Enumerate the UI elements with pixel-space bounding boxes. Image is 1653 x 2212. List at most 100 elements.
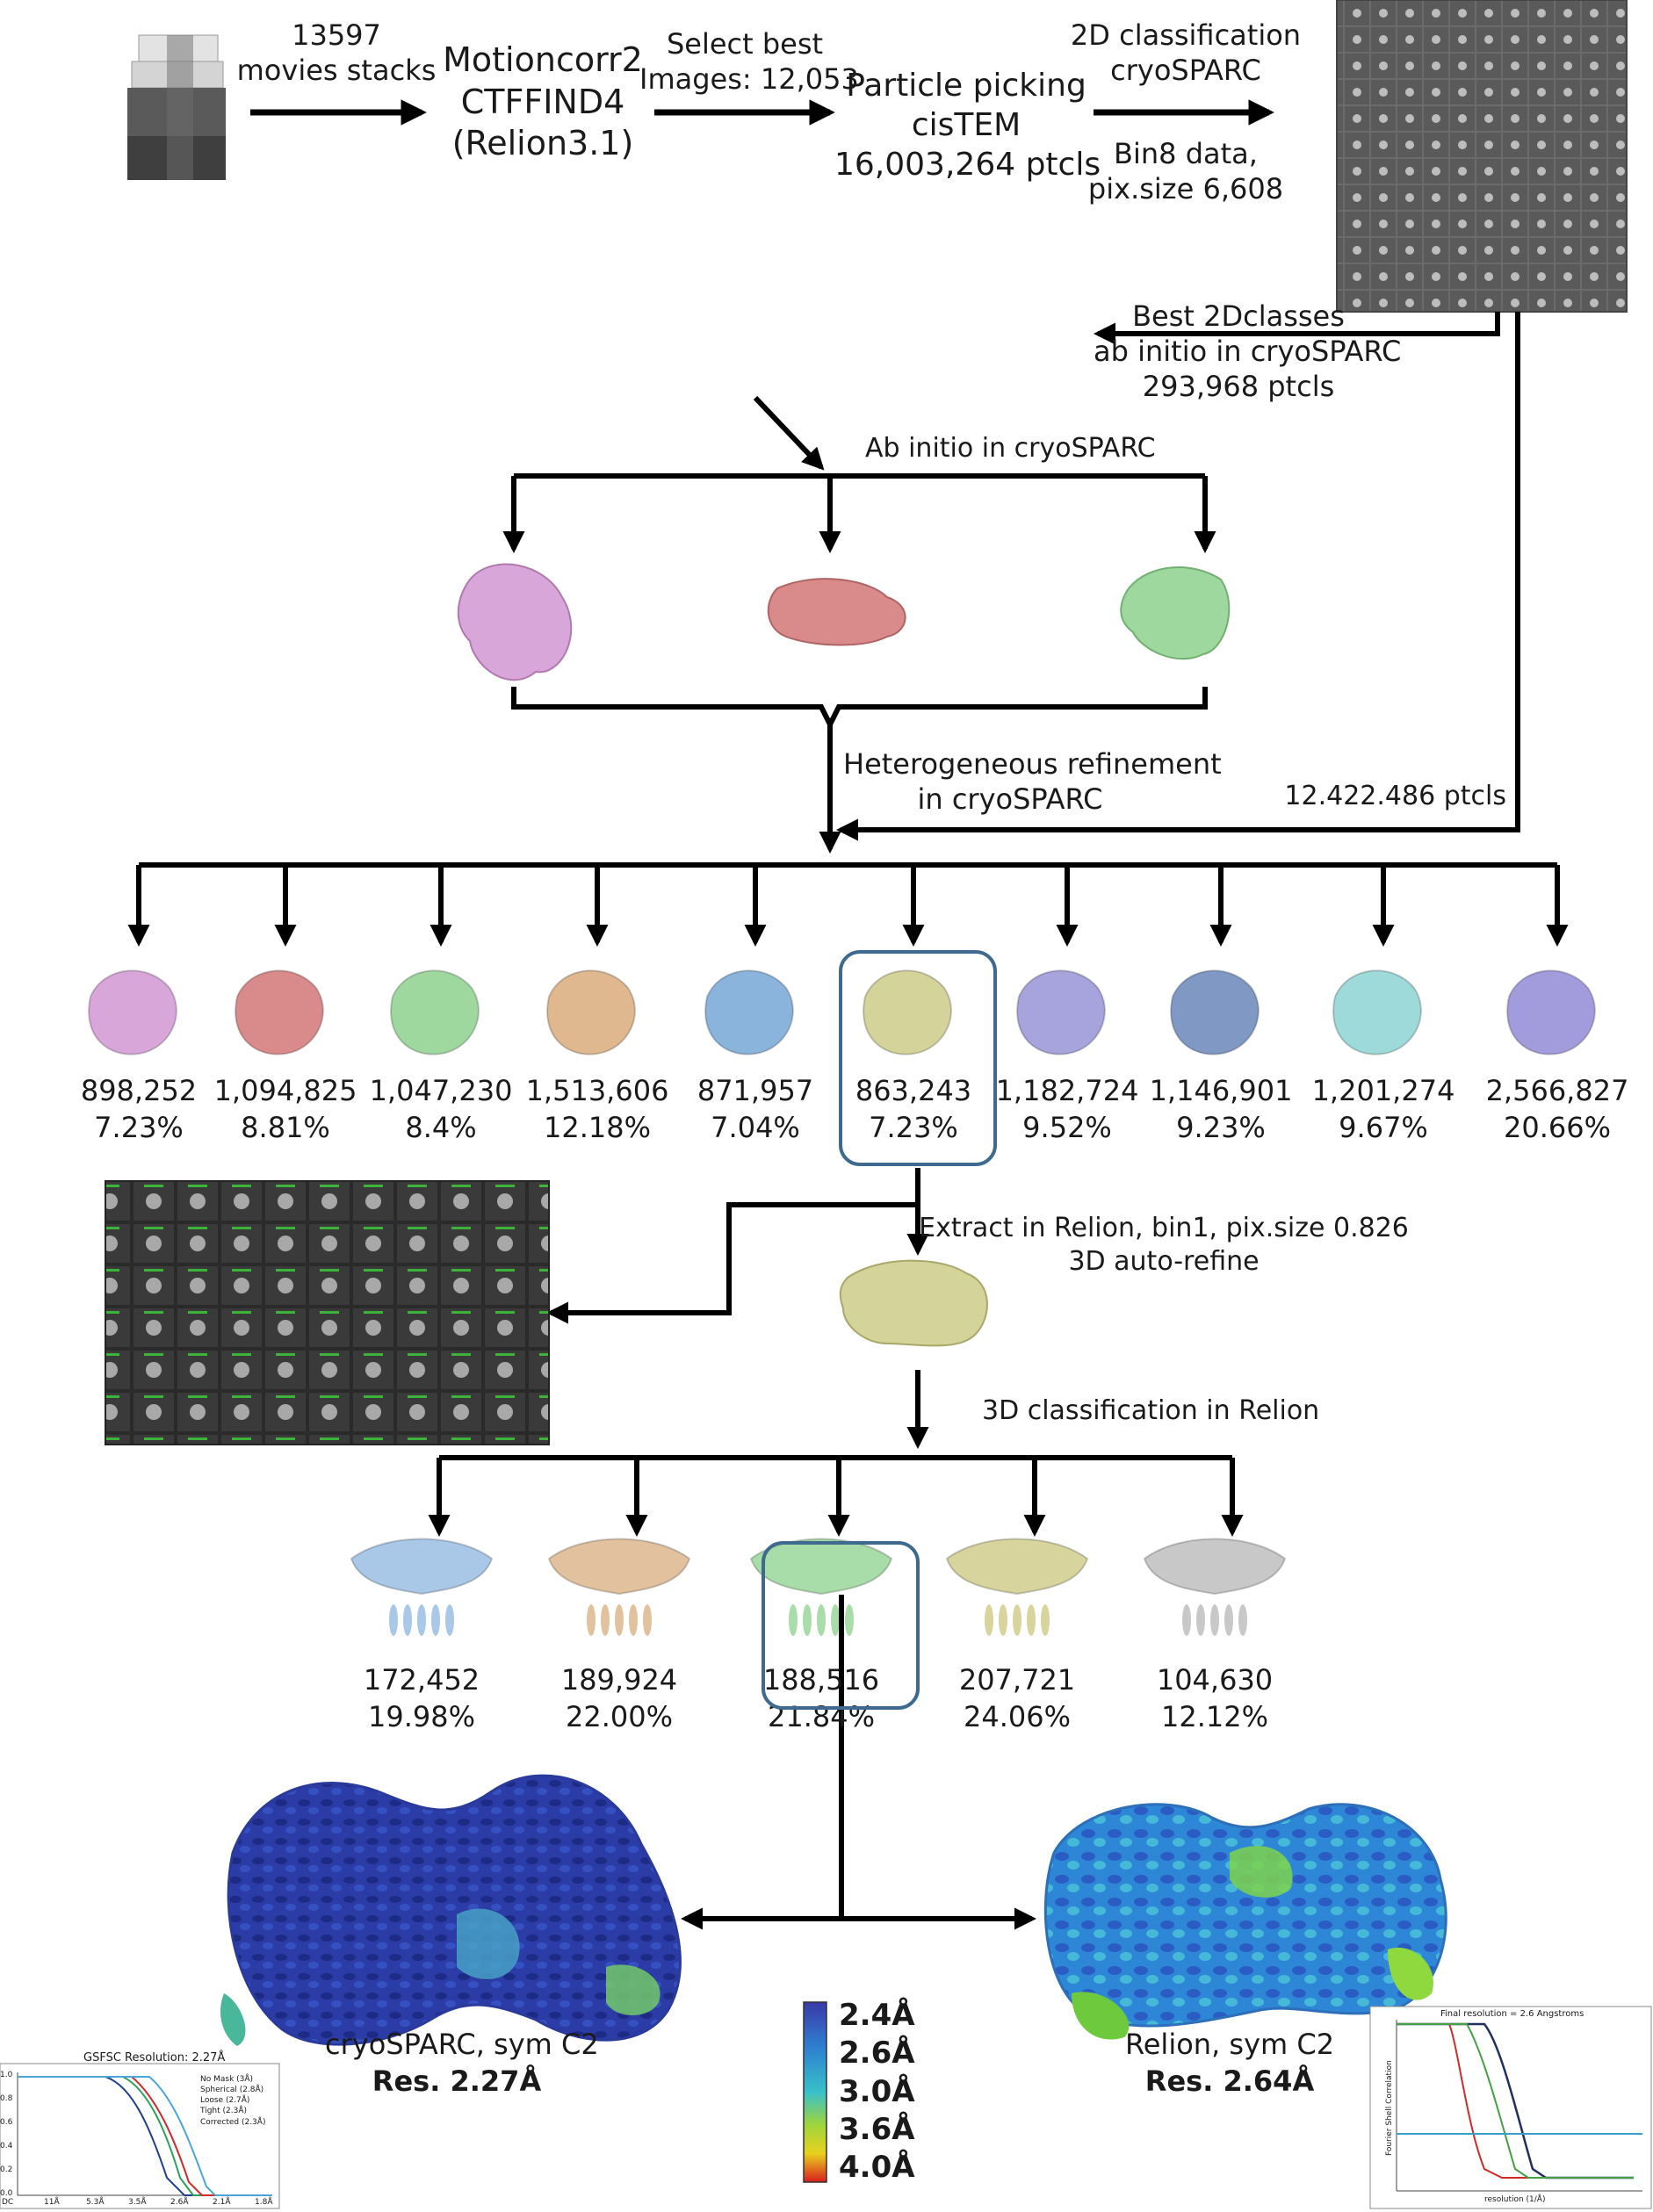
legend-label: 4.0Å (839, 2150, 915, 2185)
fsc-left-series-label: Tight (2.3Å) (200, 2107, 248, 2116)
step-class3d: 3D classification in Relion (982, 1395, 1320, 1426)
class3d-map (350, 1538, 494, 1596)
hetero-class-percent: 8.4% (405, 1111, 477, 1144)
class3d-percent: 21.84% (767, 1700, 875, 1733)
relion-final-map (1043, 1803, 1447, 2040)
class3d-map-helix (615, 1604, 624, 1636)
hetero-class-map (88, 969, 177, 1056)
selected-hetero-highlight (839, 950, 997, 1166)
hetero-maps (88, 969, 1596, 1056)
fsc-left-series-label: Loose (2.7Å) (200, 2096, 250, 2106)
fsc-left-xtick: 2.1Å (213, 2198, 231, 2207)
fsc-left-xtick: DC (2, 2198, 14, 2207)
fsc-left-legend: No Mask (3Å)Spherical (2.8Å)Loose (2.7Å)… (200, 2074, 265, 2128)
hetero-class-percent: 7.23% (94, 1111, 184, 1144)
class3d-branches (428, 1455, 1244, 1538)
autorefine-map (839, 1259, 988, 1347)
step-hetero: Heterogeneous refinement in cryoSPARC (843, 747, 1222, 816)
hetero-class-map (235, 969, 324, 1056)
hetero-class-map (390, 969, 480, 1056)
result-right-res: Res. 2.64Å (1144, 2064, 1315, 2098)
step-extract: Extract in Relion, bin1, pix.size 0.826 … (919, 1213, 1409, 1277)
hetero-class-count: 871,957 (697, 1074, 814, 1107)
fsc-left-ytick: 0.2 (0, 2165, 13, 2174)
class3d-map-helix (1224, 1604, 1233, 1636)
class3d-percent: 24.06% (963, 1700, 1071, 1733)
class3d-map-helix (1210, 1604, 1219, 1636)
grid-connectors (753, 312, 1520, 841)
fsc-left-xtick: 2.6Å (170, 2198, 189, 2207)
hetero-class-count: 1,513,606 (525, 1074, 669, 1107)
hetero-class-count: 1,146,901 (1149, 1074, 1293, 1107)
class3d-map-helix (1027, 1604, 1036, 1636)
relion-2d-classes-grid (105, 1180, 550, 1445)
class3d-map-helix (431, 1604, 440, 1636)
class3d-map-helix (601, 1604, 610, 1636)
class3d-count: 104,630 (1156, 1663, 1274, 1697)
abinitio-maps (457, 563, 1231, 681)
fsc-left-series-label: Corrected (2.3Å) (200, 2117, 266, 2127)
hetero-class-count: 1,094,825 (213, 1074, 357, 1107)
microscope-icon (127, 34, 226, 180)
class3d-map-helix (389, 1604, 398, 1636)
hetero-class-map (863, 969, 952, 1056)
step-preprocess: Motioncorr2 CTFFIND4 (Relion3.1) (443, 40, 643, 162)
fsc-left-series-label: Spherical (2.8Å) (200, 2086, 264, 2095)
hetero-class-percent: 7.04% (711, 1111, 800, 1144)
class3d-count: 172,452 (363, 1663, 480, 1697)
fsc-left-chart (0, 2063, 280, 2209)
hetero-class-percent: 9.52% (1022, 1111, 1112, 1144)
hetero-class-map (1016, 969, 1106, 1056)
class3d-map-helix (789, 1604, 798, 1636)
class3d-map-helix (587, 1604, 596, 1636)
class3d-map-helix (1013, 1604, 1021, 1636)
hetero-class-count: 1,201,274 (1311, 1074, 1455, 1107)
class3d-map (749, 1538, 893, 1596)
result-left-title: cryoSPARC, sym C2 (325, 2028, 599, 2061)
step-bin8: Bin8 data, pix.size 6,608 (1087, 137, 1284, 205)
fsc-left-ytick: 0.8 (0, 2094, 13, 2103)
class3d-count: 207,721 (958, 1663, 1076, 1697)
hetero-class-percent: 12.18% (543, 1111, 651, 1144)
hetero-class-count: 1,182,724 (995, 1074, 1139, 1107)
class3d-percent: 19.98% (367, 1700, 475, 1733)
fsc-left-xtick: 11Å (44, 2198, 60, 2207)
class3d-map-helix (1041, 1604, 1050, 1636)
resolution-colorbar (803, 2001, 827, 2183)
class3d-map-helix (445, 1604, 454, 1636)
hetero-branches (127, 862, 1569, 947)
hetero-class-count: 2,566,827 (1485, 1074, 1629, 1107)
hetero-class-count: 898,252 (80, 1074, 198, 1107)
class3d-map-helix (417, 1604, 426, 1636)
hetero-class-map (704, 969, 794, 1056)
class3d-percent: 22.00% (565, 1700, 673, 1733)
class3d-map-helix (1182, 1604, 1191, 1636)
hetero-class-map (1332, 969, 1422, 1056)
result-right-title: Relion, sym C2 (1124, 2028, 1335, 2061)
step-best-2d: Best 2Dclasses ab initio in cryoSPARC 29… (1094, 299, 1402, 403)
legend-label: 2.6Å (839, 2035, 915, 2071)
class3d-map (945, 1538, 1089, 1596)
fsc-right-xlabel: resolution (1/Å) (1484, 2195, 1546, 2204)
class3d-maps (350, 1538, 1287, 1636)
fsc-left-ytick: 0.0 (0, 2189, 13, 2198)
fsc-left-xtick: 1.8Å (255, 2198, 273, 2207)
final-connectors (680, 1595, 1037, 1930)
hetero-class-percent: 20.66% (1503, 1111, 1611, 1144)
classes-2d-grid (1336, 0, 1628, 313)
best-2d-classes-strip (404, 266, 1080, 398)
legend-label: 2.4Å (839, 1998, 915, 2033)
fsc-left-ytick: 0.6 (0, 2118, 13, 2127)
hetero-class-percent: 9.67% (1339, 1111, 1428, 1144)
hetero-class-map (546, 969, 636, 1056)
class3d-map-helix (1196, 1604, 1205, 1636)
fsc-left-xtick: 5.3Å (86, 2198, 105, 2207)
class3d-map-helix (643, 1604, 652, 1636)
hetero-class-map (1506, 969, 1596, 1056)
fsc-right-chart (1369, 2006, 1652, 2209)
class3d-map (1143, 1538, 1287, 1596)
cryosparc-final-map (220, 1774, 682, 2046)
step-select-best: Select best Images: 12,053 (639, 27, 859, 96)
fsc-left-ytick: 0.4 (0, 2142, 13, 2151)
